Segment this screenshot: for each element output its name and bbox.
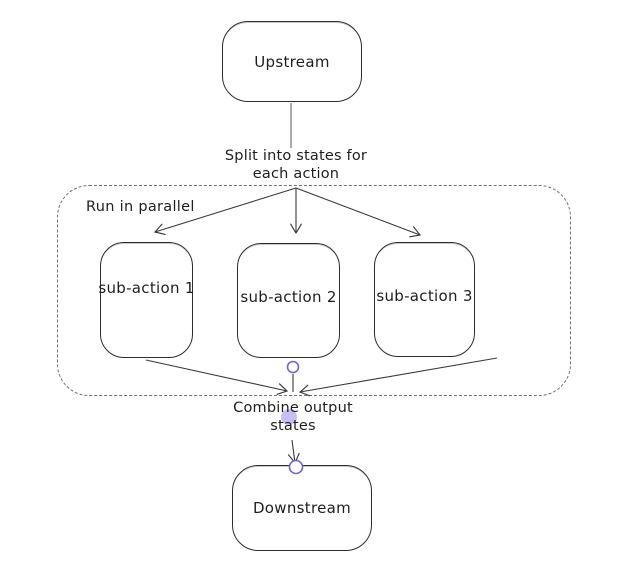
node-upstream[interactable]: Upstream bbox=[222, 21, 362, 102]
node-downstream-label: Downstream bbox=[252, 499, 352, 517]
node-upstream-label: Upstream bbox=[254, 52, 330, 71]
node-sub-action-2[interactable]: sub-action 2 bbox=[237, 243, 340, 358]
edge-label-combine: Combine output states bbox=[233, 400, 353, 434]
node-downstream[interactable]: Downstream bbox=[232, 465, 372, 551]
parallel-group-label: Run in parallel bbox=[86, 199, 195, 215]
edge-label-split: Split into states for each action bbox=[224, 148, 368, 182]
parallel-group-frame[interactable] bbox=[57, 185, 571, 396]
node-sub-action-3-label: sub-action 3 bbox=[376, 286, 473, 305]
node-sub-action-2-label: sub-action 2 bbox=[240, 287, 337, 306]
node-sub-action-1[interactable]: sub-action 1 bbox=[98, 242, 195, 358]
node-sub-action-3[interactable]: sub-action 3 bbox=[374, 242, 475, 357]
node-sub-action-1-label: sub-action 1 bbox=[98, 279, 195, 297]
